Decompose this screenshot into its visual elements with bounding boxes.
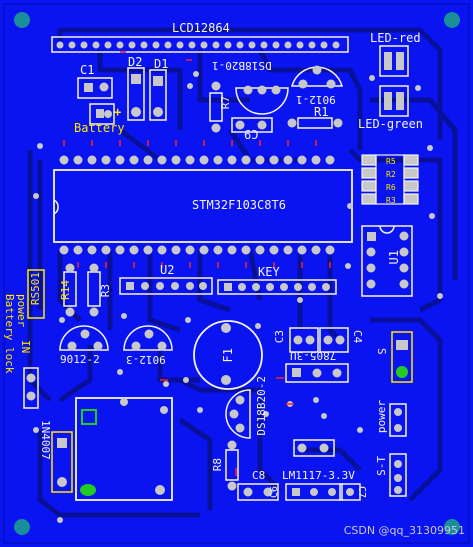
in-label: IN: [19, 340, 32, 354]
lm1117-regulator: [237, 439, 361, 501]
key-label: KEY: [258, 265, 280, 279]
r3-label: R3: [99, 284, 112, 298]
7805-label: 7805-3U: [290, 349, 337, 362]
d2-label: D2: [128, 55, 143, 69]
mounting-holes: [14, 12, 460, 535]
ds18b20-2-label: DS18B20-2: [255, 376, 268, 436]
r7-c9: [209, 81, 273, 133]
f1-fuse: [193, 320, 263, 390]
lcd-header: [51, 36, 349, 53]
mcu-label: STM32F103C8T6: [192, 198, 286, 212]
r2-label: R2: [386, 170, 396, 179]
lcd-label: LCD12864: [172, 21, 230, 35]
c6-label: C6: [269, 486, 280, 499]
u2-label: U2: [160, 263, 175, 277]
c1-label: C1: [80, 63, 95, 77]
red-markers: [63, 51, 331, 476]
dc-jack: [75, 397, 173, 501]
board-outline: [3, 3, 470, 544]
copper-traces: [27, 27, 458, 518]
r1-resistor: [287, 117, 343, 129]
power-in: [23, 367, 73, 493]
r14-label: R14: [59, 280, 72, 300]
1n4007-label: 1N4007: [39, 420, 52, 460]
s-label: S: [375, 348, 388, 355]
ds18b20-2-sensor: [225, 389, 251, 439]
led-red-label: LED-red: [370, 31, 421, 45]
c1-battery: [77, 77, 115, 125]
regulator-7805: [285, 327, 349, 383]
c9-label: C9: [244, 127, 259, 141]
vias: [33, 71, 443, 523]
u1-label: U1: [387, 250, 401, 265]
r8-label: R8: [211, 458, 224, 472]
watermark: CSDN @qq_31309951: [343, 524, 465, 537]
f1-label: F1: [221, 348, 235, 363]
9012-3-label: 9012-3: [126, 353, 166, 366]
left-resistors: [27, 263, 101, 319]
rs501-label: RS501: [29, 272, 42, 306]
u1-chip: [361, 225, 413, 297]
s-t-label: S-T: [375, 456, 388, 476]
battery-label: Battery: [74, 121, 125, 135]
u2-key-headers: [119, 277, 337, 295]
c3-label: C3: [273, 330, 286, 344]
d1-label: D1: [154, 57, 169, 71]
transistor-9012-1: [291, 65, 343, 89]
c8-label: C8: [252, 469, 266, 482]
r1-label: R1: [314, 105, 329, 119]
resistor-array: [361, 154, 419, 205]
transistors-9012-2-3: [59, 325, 173, 351]
battery-lock-label: Battery lock: [3, 294, 16, 374]
r7-label: R7: [219, 96, 232, 110]
mcu-stm32: [53, 154, 353, 256]
leds: [379, 45, 409, 117]
power-s-label: power: [375, 400, 388, 434]
r6-label: R6: [386, 183, 396, 192]
r3b-label: R3: [386, 196, 396, 205]
c4-label: C4: [351, 330, 364, 344]
ds18b20-1-sensor: [235, 85, 289, 115]
9012-2-label: 9012-2: [60, 353, 100, 366]
9012-1-label: 9012-1: [296, 93, 336, 106]
battery-plus-label: +: [114, 105, 122, 119]
c7-label: C7: [356, 486, 367, 499]
ds18b20-1-label: DS18B20-1: [212, 59, 272, 72]
led-green-label: LED-green: [358, 117, 424, 131]
r8-resistor: [225, 440, 239, 491]
lm1117-label: LM1117-3.3V: [282, 469, 355, 482]
diodes-d1-d2: [127, 67, 167, 121]
r5-label: R5: [386, 157, 396, 166]
s-switch: [391, 331, 413, 383]
s-t-header: [389, 403, 407, 497]
power-side-label: power: [15, 294, 28, 328]
